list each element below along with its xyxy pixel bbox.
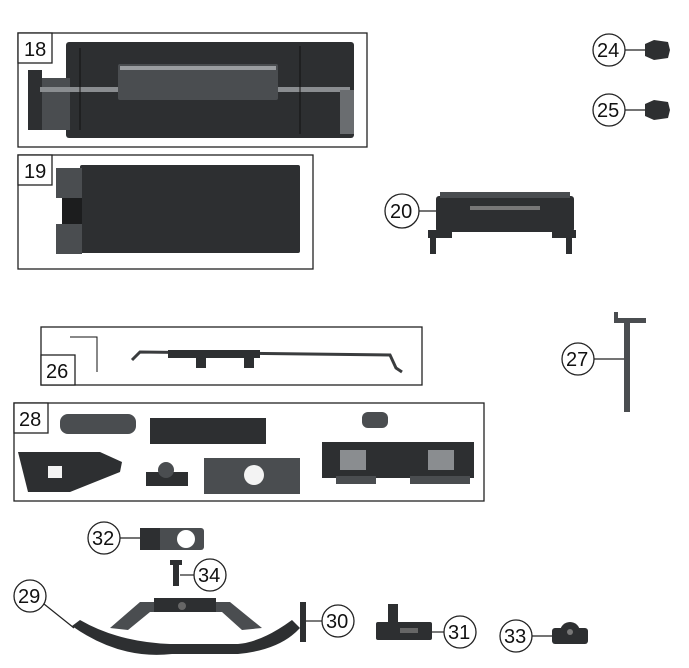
part-26-drawing xyxy=(70,336,403,374)
part-25-label: 25 xyxy=(597,100,619,122)
part-19-group: 19 xyxy=(17,154,314,270)
part-26-tag xyxy=(40,354,76,386)
part-34-group: 34 xyxy=(170,558,227,592)
part-34-label: 34 xyxy=(198,565,220,587)
part-29-group: 29 xyxy=(13,579,300,655)
part-26-label: 26 xyxy=(46,361,68,383)
part-30-drawing xyxy=(300,602,306,642)
part-34-drawing xyxy=(170,560,182,586)
part-28-frame xyxy=(13,402,485,502)
part-33-group: 33 xyxy=(499,619,588,653)
part-32-group: 32 xyxy=(87,521,204,555)
part-31-callout xyxy=(443,615,477,649)
part-28-label: 28 xyxy=(19,409,41,431)
part-24-drawing xyxy=(645,40,670,60)
part-18-tag xyxy=(17,32,53,64)
part-30-label: 30 xyxy=(326,611,348,633)
part-27-label: 27 xyxy=(566,349,588,371)
part-28-tag xyxy=(13,402,49,434)
part-18-group: 18 xyxy=(17,32,368,148)
part-30-group: 30 xyxy=(300,602,355,642)
part-25-group: 25 xyxy=(592,93,670,127)
part-19-frame xyxy=(17,154,314,270)
part-20-group: 20 xyxy=(384,192,576,254)
part-27-drawing xyxy=(614,312,646,412)
part-24-label: 24 xyxy=(597,40,619,62)
part-29-drawing xyxy=(72,598,300,655)
part-25-drawing xyxy=(645,100,670,120)
part-28-group: 28 xyxy=(13,402,485,502)
part-18-frame xyxy=(17,32,368,148)
part-18-drawing xyxy=(28,42,354,138)
part-32-drawing xyxy=(140,528,204,550)
part-33-drawing xyxy=(552,622,588,644)
part-34-callout xyxy=(193,558,227,592)
part-29-leader xyxy=(43,603,75,629)
part-24-group: 24 xyxy=(592,33,670,67)
part-31-group: 31 xyxy=(376,604,477,649)
part-20-callout xyxy=(384,193,420,229)
part-31-drawing xyxy=(376,604,432,640)
part-19-tag xyxy=(17,154,53,186)
part-19-drawing xyxy=(56,165,300,254)
part-27-group: 27 xyxy=(561,312,646,412)
part-29-callout xyxy=(13,579,47,613)
part-28-drawing xyxy=(18,412,474,494)
part-32-label: 32 xyxy=(92,528,114,550)
part-30-callout xyxy=(321,604,355,638)
part-26-group: 26 xyxy=(40,326,423,386)
part-29-label: 29 xyxy=(18,586,40,608)
part-33-label: 33 xyxy=(504,626,526,648)
part-31-label: 31 xyxy=(448,622,470,644)
part-20-drawing xyxy=(428,192,576,254)
part-19-label: 19 xyxy=(24,161,46,183)
part-18-label: 18 xyxy=(24,39,46,61)
part-20-label: 20 xyxy=(390,201,412,223)
